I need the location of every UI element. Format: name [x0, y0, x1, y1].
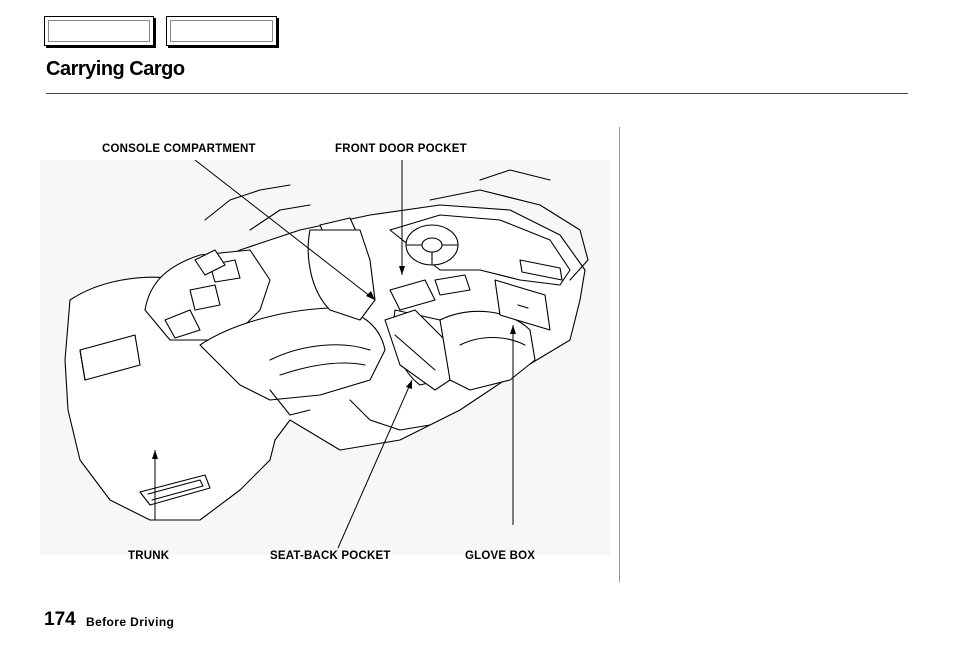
title-divider — [46, 93, 908, 94]
label-seat-back-pocket: SEAT-BACK POCKET — [270, 550, 391, 562]
label-console-compartment: CONSOLE COMPARTMENT — [102, 143, 256, 155]
nav-button-prev-frame — [48, 20, 150, 42]
page-title: Carrying Cargo — [46, 58, 185, 80]
nav-button-next[interactable] — [166, 16, 277, 46]
label-trunk: TRUNK — [128, 550, 170, 562]
seat-back-pocket-arrowhead — [406, 380, 412, 389]
nav-button-next-frame — [170, 20, 273, 42]
column-divider — [619, 127, 620, 582]
page-number: 174 — [44, 609, 76, 630]
label-glove-box: GLOVE BOX — [465, 550, 536, 562]
trunk-arrowhead — [152, 450, 158, 459]
console-compartment-arrowhead — [366, 291, 375, 300]
seat-back-pocket-leader — [337, 379, 413, 549]
glove-box-arrowhead — [510, 325, 516, 334]
car-interior-illustration — [40, 160, 610, 555]
label-front-door-pocket: FRONT DOOR POCKET — [335, 143, 467, 155]
nav-button-prev[interactable] — [44, 16, 154, 46]
console-compartment-leader — [194, 160, 376, 301]
section-name: Before Driving — [86, 615, 175, 629]
front-door-pocket-arrowhead — [399, 266, 405, 275]
